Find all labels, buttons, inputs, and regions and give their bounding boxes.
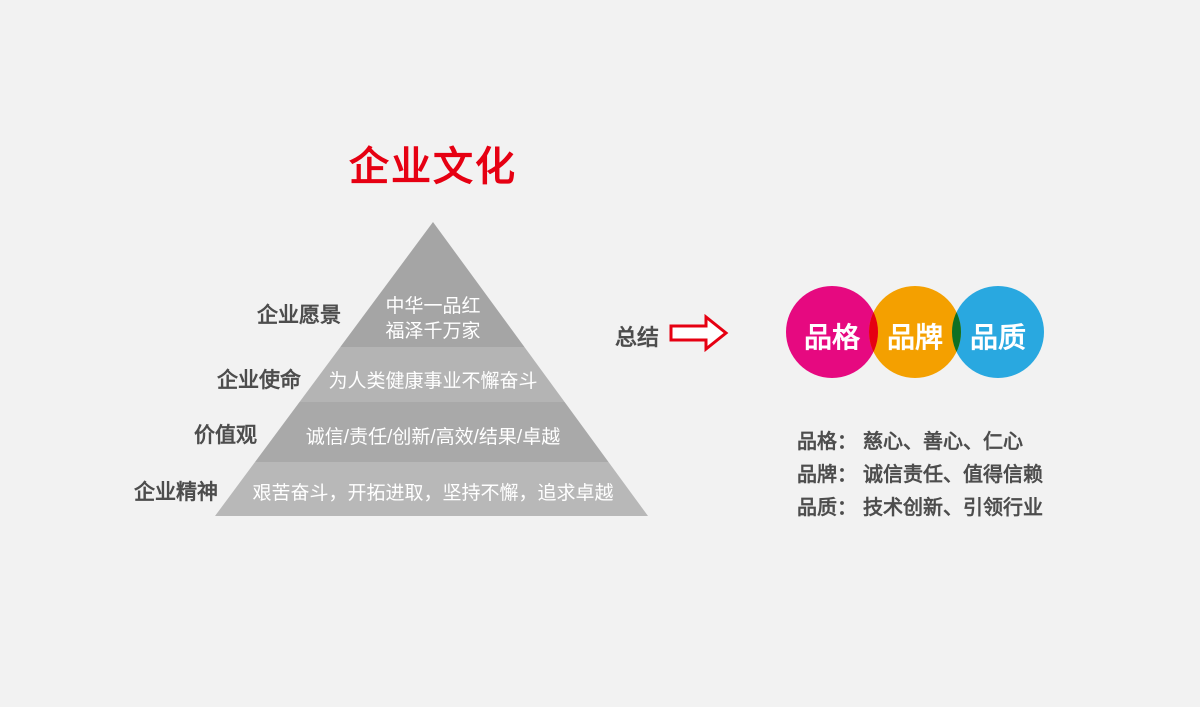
legend-value: 技术创新、引领行业 xyxy=(863,497,1043,519)
pyramid-layer-spirit xyxy=(215,462,648,516)
legend-row-brand: 品牌： 诚信责任、值得信赖 xyxy=(797,459,1043,492)
pyramid-spirit-text: 艰苦奋斗，开拓进取，坚持不懈，追求卓越 xyxy=(252,483,614,504)
pyramid-values-text: 诚信/责任/创新/高效/结果/卓越 xyxy=(305,427,561,448)
pyramid-vision-line2: 福泽千万家 xyxy=(385,321,481,342)
circle-character xyxy=(786,286,878,378)
circle-quality xyxy=(952,286,1044,378)
venn-diagram xyxy=(786,286,1044,378)
legend-row-quality: 品质： 技术创新、引领行业 xyxy=(797,492,1043,525)
legend-value: 诚信责任、值得信赖 xyxy=(863,464,1043,486)
right-arrow-icon xyxy=(669,314,729,352)
label-vision: 企业愿景 xyxy=(257,304,341,327)
legend-label: 品格： xyxy=(797,431,857,453)
label-mission: 企业使命 xyxy=(217,369,301,392)
label-spirit: 企业精神 xyxy=(134,481,218,504)
label-values: 价值观 xyxy=(194,424,257,447)
circle-label-brand: 品牌 xyxy=(886,322,943,353)
legend-value: 慈心、善心、仁心 xyxy=(863,431,1023,453)
pyramid-vision-line1: 中华一品红 xyxy=(385,296,481,317)
pyramid-diagram xyxy=(215,222,648,516)
legend-label: 品质： xyxy=(797,497,857,519)
legend-row-character: 品格： 慈心、善心、仁心 xyxy=(797,426,1043,459)
page-title: 企业文化 xyxy=(349,145,517,189)
legend-block: 品格： 慈心、善心、仁心 品牌： 诚信责任、值得信赖 品质： 技术创新、引领行业 xyxy=(797,426,1043,525)
legend-label: 品牌： xyxy=(797,464,857,486)
circle-label-quality: 品质 xyxy=(969,322,1026,353)
pyramid-mission-text: 为人类健康事业不懈奋斗 xyxy=(328,371,538,392)
summary-label: 总结 xyxy=(615,325,660,350)
circle-brand xyxy=(869,286,961,378)
circle-label-character: 品格 xyxy=(803,322,860,353)
